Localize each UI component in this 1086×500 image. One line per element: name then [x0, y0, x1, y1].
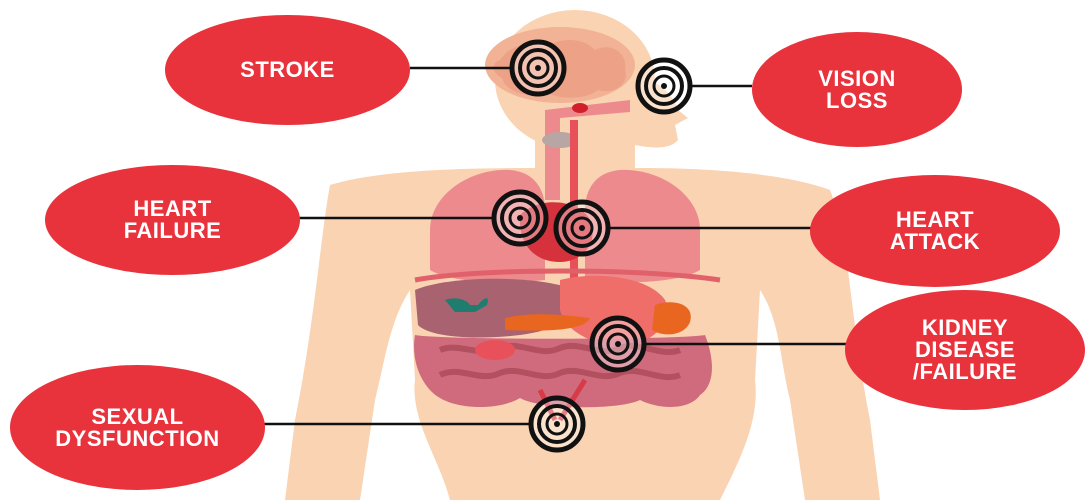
- label-kidney-disease: KIDNEY DISEASE /FAILURE: [845, 290, 1085, 410]
- target-heart-attack-icon: [556, 202, 608, 254]
- target-kidney-disease-icon: [592, 318, 644, 370]
- label-heart-attack: HEART ATTACK: [810, 175, 1060, 287]
- label-vision-loss-line-2: LOSS: [818, 90, 896, 112]
- target-sexual-dysfunction-icon: [531, 398, 583, 450]
- target-stroke-icon: [512, 42, 564, 94]
- label-vision-loss-line-1: VISION: [818, 68, 896, 90]
- label-heart-attack-line-1: HEART: [890, 209, 980, 231]
- label-sexual-dysfunction-line-2: DYSFUNCTION: [55, 428, 219, 450]
- label-stroke: STROKE: [165, 15, 410, 125]
- label-heart-attack-line-2: ATTACK: [890, 231, 980, 253]
- label-heart-failure-line-2: FAILURE: [124, 220, 222, 242]
- label-sexual-dysfunction-line-1: SEXUAL: [55, 406, 219, 428]
- label-stroke-line-1: STROKE: [240, 59, 335, 81]
- label-vision-loss: VISION LOSS: [752, 32, 962, 147]
- label-sexual-dysfunction: SEXUAL DYSFUNCTION: [10, 365, 265, 490]
- target-vision-loss-icon: [638, 60, 690, 112]
- label-kidney-disease-line-3: /FAILURE: [913, 361, 1017, 383]
- label-kidney-disease-line-1: KIDNEY: [913, 317, 1017, 339]
- target-heart-failure-icon: [494, 192, 546, 244]
- label-heart-failure: HEART FAILURE: [45, 165, 300, 275]
- label-kidney-disease-line-2: DISEASE: [913, 339, 1017, 361]
- label-heart-failure-line-1: HEART: [124, 198, 222, 220]
